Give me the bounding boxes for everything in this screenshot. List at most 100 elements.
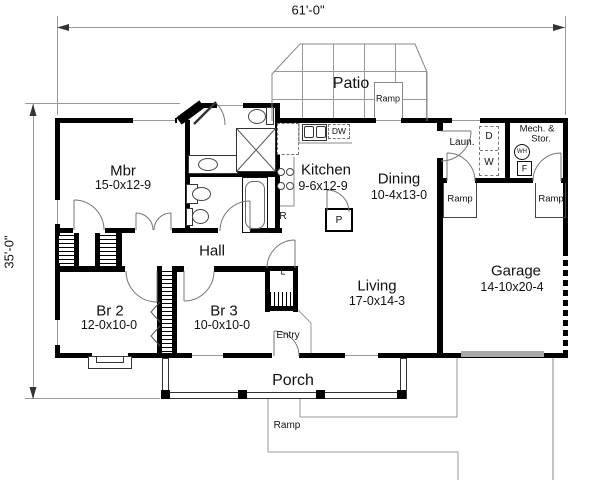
wall-laundry-bottom-b [475,178,512,183]
room-size-br3: 10-0x10-0 [193,317,251,332]
room-size-mbr: 15-0x12-9 [94,177,152,192]
laundry-ramp-box [443,183,477,218]
living-front-window [345,353,378,358]
hall-bath-door [219,200,251,232]
sink-basin-left [304,126,314,138]
wall-laundry-bottom-a [437,178,447,183]
extension-line-left-lower [25,398,160,399]
fixture-label-furnace: F [521,163,528,173]
fixture-label-washer: W [484,157,494,168]
room-label-br3: Br 3 [210,302,238,320]
arrow-top-right [553,24,565,31]
extension-line-top-right [565,16,566,115]
master-bath-door-arc [215,102,226,126]
extension-line-top-left [57,16,58,115]
laundry-door [440,130,472,162]
mbr-door [73,199,105,231]
bathtub-inner [245,181,265,229]
hall-living-door [266,239,296,269]
arrow-left-down [29,387,37,399]
wall-br3-top-b [214,266,267,272]
room-label-living: Living [357,277,397,295]
patio-ramp-box [374,82,403,121]
washer-dryer-box [479,126,499,176]
room-label-patio: Patio [332,75,370,92]
wall-mech-bottom-a [512,178,533,183]
porch-post-3 [316,390,325,399]
furnace [517,161,532,176]
wall-mbr-bottom-c [172,228,218,233]
br-closet-shelf [162,271,172,352]
extension-line-left-upper [25,103,180,104]
room-size-living: 17-0x14-3 [348,293,406,308]
master-toilet-bowl [248,109,266,124]
entry-alcove-line [297,309,312,353]
wall-kitchen-bottom-stub [265,228,282,233]
wall-mbr-bottom-b [105,228,135,233]
wall-left [55,118,60,358]
room-label-porch: Porch [272,372,314,389]
dimension-width-label: 61'-0" [291,2,325,18]
bath-top-window [217,103,243,108]
dimension-line-top [57,27,565,28]
porch-ramp-upper [299,358,458,418]
mbr-closet-shelf-a [59,235,74,264]
garage-door [461,351,544,357]
br2-closet-bifold [150,301,161,347]
room-label-entry: Entry [276,330,300,341]
laundry-door-opening [437,131,443,158]
fixture-label-range: R [279,211,287,222]
mech-ramp-box [535,183,566,218]
wall-linen-bottom [267,306,296,311]
room-size-br2: 12-0x10-0 [80,317,138,332]
wall-linen-right [293,266,298,312]
wall-laundry-mech-divider [505,118,510,183]
fixture-label-dryer: D [485,131,493,142]
porch-ramp-lower [267,399,459,480]
br2-door [125,270,158,303]
bay-window-opening [92,353,128,358]
front-entry-door [273,330,300,357]
wall-mech-bottom-b [561,178,568,183]
br3-front-window [192,353,223,358]
wall-bath-mid [185,172,275,177]
room-label-mech-line1: Mech. & [519,123,555,135]
wall-linen-top [265,266,298,271]
burner-3 [277,182,285,190]
mech-door [532,152,562,182]
master-bath-door-leaf [193,101,217,125]
water-heater [514,144,530,160]
room-size-kitchen: 9-6x12-9 [298,178,348,193]
mbr-left-window [55,200,60,224]
ramp-label-porch: Ramp [273,420,301,431]
room-label-garage: Garage [490,262,542,280]
wall-linen-left [265,266,270,312]
entry-door-opening [272,353,299,358]
wall-closet-mid-left [157,266,162,355]
shower-x [236,128,276,172]
washer-dryer-divider [480,150,498,151]
ramp-label-laundry: Ramp [447,193,473,205]
burner-1 [277,168,285,176]
mbr-double-doors [135,212,172,231]
room-label-br2: Br 2 [96,302,124,320]
wall-right-garage-dashed [563,250,568,355]
closet-divider-a [74,233,79,266]
master-vanity-sink [198,158,218,171]
porch-post-1 [161,390,170,399]
wall-br3-top-a [177,266,184,272]
porch-post-2 [238,390,247,399]
closet-divider-c [116,233,122,266]
ramp-label-patio: Ramp [375,93,401,104]
fixture-label-pantry: P [335,215,343,226]
bay-window-inner [96,356,124,363]
br2-left-window [55,320,60,345]
laundry-ramp-door [446,152,476,182]
wall-top-main [276,118,568,123]
fixture-label-dishwasher: DW [331,125,347,136]
dishwasher-box [328,124,350,139]
wall-mbr-bottom-a [55,228,73,233]
fixture-label-water-heater: WH [517,149,527,155]
